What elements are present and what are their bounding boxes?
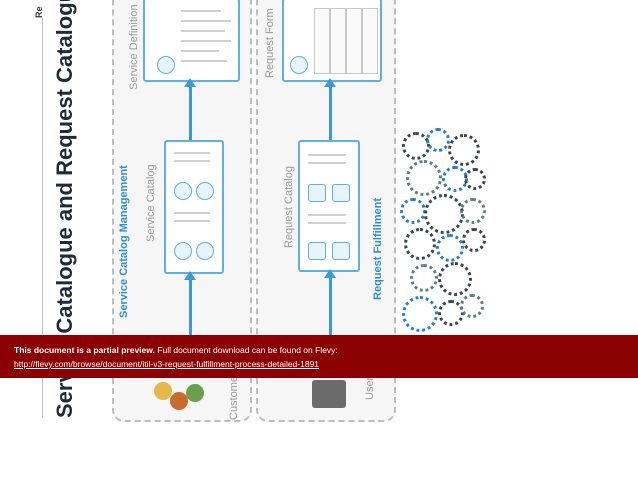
flow-arrow xyxy=(189,278,192,335)
lane-heading-service-catalog-management: Service Catalog Management xyxy=(118,165,130,318)
gear-icon xyxy=(406,160,442,196)
lane-heading-request-fulfillment: Request Fulfillment xyxy=(372,198,384,300)
request-form-card xyxy=(282,0,382,82)
text-line xyxy=(308,222,346,224)
service-icon xyxy=(196,242,214,260)
text-line xyxy=(308,214,346,216)
gear-icon xyxy=(426,128,450,152)
service-catalog-label: Service Catalog xyxy=(145,164,157,242)
service-icon xyxy=(157,56,175,74)
form-column xyxy=(346,8,362,74)
request-icon xyxy=(332,184,350,202)
download-link[interactable]: http://flevy.com/browse/document/itil-v3… xyxy=(14,359,320,369)
person-icon xyxy=(186,384,204,402)
flow-arrowhead xyxy=(324,78,336,87)
text-line xyxy=(174,152,210,154)
preview-notice-rest: Full document download can be found on F… xyxy=(154,345,338,355)
text-line xyxy=(308,162,346,164)
text-line xyxy=(181,60,227,62)
user-workstation-icon xyxy=(312,380,346,408)
corner-label: Re xyxy=(34,6,44,18)
flow-arrow xyxy=(329,84,332,140)
form-column xyxy=(330,8,346,74)
gear-icon xyxy=(404,228,436,260)
partial-preview-banner: This document is a partial preview. Full… xyxy=(0,335,638,378)
gear-icon xyxy=(410,264,438,292)
service-icon xyxy=(174,242,192,260)
text-line xyxy=(181,40,231,42)
text-line xyxy=(181,20,231,22)
text-line xyxy=(181,10,221,12)
service-icon xyxy=(196,182,214,200)
text-line xyxy=(308,154,346,156)
flow-arrow xyxy=(329,276,332,335)
flow-arrowhead xyxy=(184,271,196,280)
flow-arrowhead xyxy=(324,269,336,278)
form-column xyxy=(314,8,330,74)
lane-heading-text: Service Catalog Management xyxy=(118,165,130,318)
service-catalog-card xyxy=(164,140,224,274)
preview-notice-bold: This document is a partial preview. xyxy=(14,345,155,355)
gear-icon xyxy=(460,198,486,224)
customers-illustration xyxy=(150,380,210,420)
service-definition-label: Service Definition xyxy=(128,4,140,90)
request-icon xyxy=(308,184,326,202)
gear-icon xyxy=(402,296,438,332)
text-line xyxy=(181,30,225,32)
request-form-label: Request Form xyxy=(264,8,276,78)
lane-heading-text: Request Fulfillment xyxy=(372,197,384,300)
request-icon xyxy=(308,242,326,260)
text-line xyxy=(174,212,210,214)
person-icon xyxy=(154,382,172,400)
preview-notice: This document is a partial preview. Full… xyxy=(14,345,338,355)
service-icon xyxy=(174,182,192,200)
person-icon xyxy=(170,392,188,410)
text-line xyxy=(174,220,210,222)
gear-icon xyxy=(424,194,464,234)
request-catalog-label: Request Catalog xyxy=(283,166,295,248)
gear-icon xyxy=(438,262,472,296)
request-icon xyxy=(290,56,308,74)
text-line xyxy=(174,160,210,162)
gear-icon xyxy=(400,198,426,224)
gear-icon xyxy=(462,228,486,252)
gear-icon xyxy=(464,168,486,190)
gear-icon xyxy=(436,234,464,262)
flow-arrow xyxy=(189,84,192,140)
request-catalog-card xyxy=(298,140,360,272)
gear-icon xyxy=(448,134,480,166)
gear-icon xyxy=(460,294,484,318)
request-icon xyxy=(332,242,350,260)
form-column xyxy=(362,8,378,74)
flow-arrowhead xyxy=(184,78,196,87)
service-definition-card xyxy=(143,0,240,82)
text-line xyxy=(181,50,219,52)
title-rule xyxy=(42,18,43,418)
gears-illustration xyxy=(398,128,486,338)
